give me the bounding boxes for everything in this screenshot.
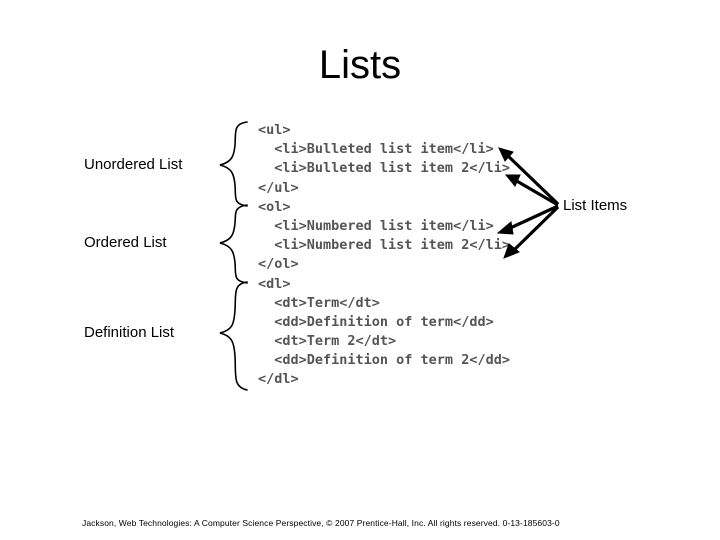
code-line: <li>Bulleted list item 2</li>	[258, 160, 510, 177]
footer-credit: Jackson, Web Technologies: A Computer Sc…	[82, 518, 560, 528]
brace-unordered-list	[219, 121, 248, 207]
code-line: </ul>	[258, 179, 299, 196]
callout-label-ordered-list: Ordered List	[84, 234, 167, 251]
code-line: <dt>Term</dt>	[258, 294, 380, 311]
code-line: <ul>	[258, 122, 291, 138]
brace-ordered-list	[219, 204, 248, 284]
code-line: <li>Bulleted list item</li>	[258, 141, 494, 158]
code-line: <ol>	[258, 198, 291, 215]
brace-definition-list	[219, 281, 248, 391]
html-code-sample: <ul> <li>Bulleted list item</li> <li>Bul…	[258, 121, 528, 390]
callout-label-unordered-list: Unordered List	[84, 156, 183, 173]
code-line: <dd>Definition of term 2</dd>	[258, 352, 510, 369]
code-line: </dl>	[258, 371, 299, 388]
code-line: <li>Numbered list item</li>	[258, 217, 494, 234]
code-line: <li>Numbered list item 2</li>	[258, 237, 510, 254]
callout-label-list-items: List Items	[563, 197, 628, 214]
code-line: <dd>Definition of term</dd>	[258, 313, 494, 330]
code-line: <dt>Term 2</dt>	[258, 333, 397, 350]
page-title: Lists	[318, 43, 402, 87]
code-line: </ol>	[258, 256, 299, 273]
callout-label-definition-list: Definition List	[84, 324, 175, 341]
code-line: <dl>	[258, 275, 291, 292]
